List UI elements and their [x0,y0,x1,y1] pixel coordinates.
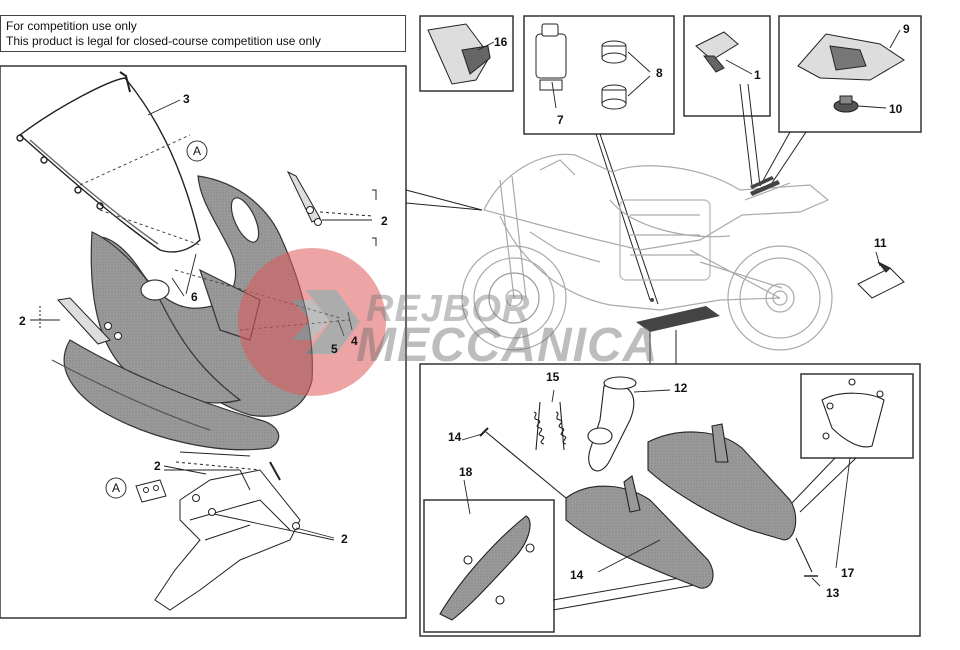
callout-6: 6 [191,290,198,304]
watermark-text-line2: MECCANICA [356,319,659,372]
callout-12: 12 [674,381,688,395]
part-7-8-box [523,15,675,135]
callout-11: 11 [874,236,887,250]
callout-18: 18 [459,465,473,479]
callout-2-bracket-bottom: 2 [341,532,348,546]
exhaust-panel-frame [419,363,921,637]
callout-8: 8 [656,66,663,80]
part-1-box [683,15,771,117]
watermark [238,248,386,396]
callout-13: 13 [826,586,840,600]
callout-1: 1 [754,68,761,82]
callout-3: 3 [183,92,190,106]
detail-a-markers [105,140,208,499]
part-8-drawing [601,40,627,110]
part-17-box [800,373,914,459]
bodywork-outline [483,153,830,251]
part-7-drawing [535,23,567,91]
motorcycle-drawing [461,153,833,351]
callout-leaders [30,29,901,587]
part-10-drawing [833,95,859,113]
detail-a-label-bottom: A [112,481,121,495]
detail-a-marker-bottom [105,477,127,499]
callout-2-left: 2 [19,314,26,328]
callout-16: 16 [494,35,508,49]
detail-a-label-top: A [193,144,202,158]
panel-frames [0,15,922,637]
highlighted-parts-on-bike [636,176,780,332]
engine-block [619,199,711,281]
callout-17: 17 [841,566,855,580]
notice-line-1: For competition use only [6,19,137,33]
callout-2-right: 2 [381,214,388,228]
detail-a-marker-top [186,140,208,162]
callout-14-top: 14 [448,430,462,444]
fairing-bracket [135,451,301,611]
callout-10: 10 [889,102,903,116]
callout-14-bottom: 14 [570,568,584,582]
part-9-10-box [778,15,922,133]
notice-line-2: This product is legal for closed-course … [6,34,321,48]
part-18-box [423,499,555,633]
windscreen [16,71,201,253]
exhaust-parts [439,376,885,621]
rear-wheel [727,245,833,351]
part-16-drawing [427,23,491,85]
competition-notice: For competition use only This product is… [0,15,406,52]
exhaust-on-bike [636,306,720,332]
fastener-group-left [39,297,122,345]
callout-5: 5 [331,342,338,356]
front-wheel [461,245,567,351]
callout-15: 15 [546,370,560,384]
part-9-drawing [797,33,905,81]
fairing-panel-frame [0,65,407,619]
part-11-drawing [857,261,905,299]
callout-4: 4 [351,334,358,348]
part-16-box [419,15,514,92]
panel-leader-lines [405,83,857,611]
callout-2-bracket-top: 2 [154,459,161,473]
callout-7: 7 [557,113,564,127]
fastener-group-right [286,170,377,246]
callout-9: 9 [903,22,910,36]
part-1-drawing [695,31,739,73]
watermark-text-line1: REJBOR [366,288,531,330]
